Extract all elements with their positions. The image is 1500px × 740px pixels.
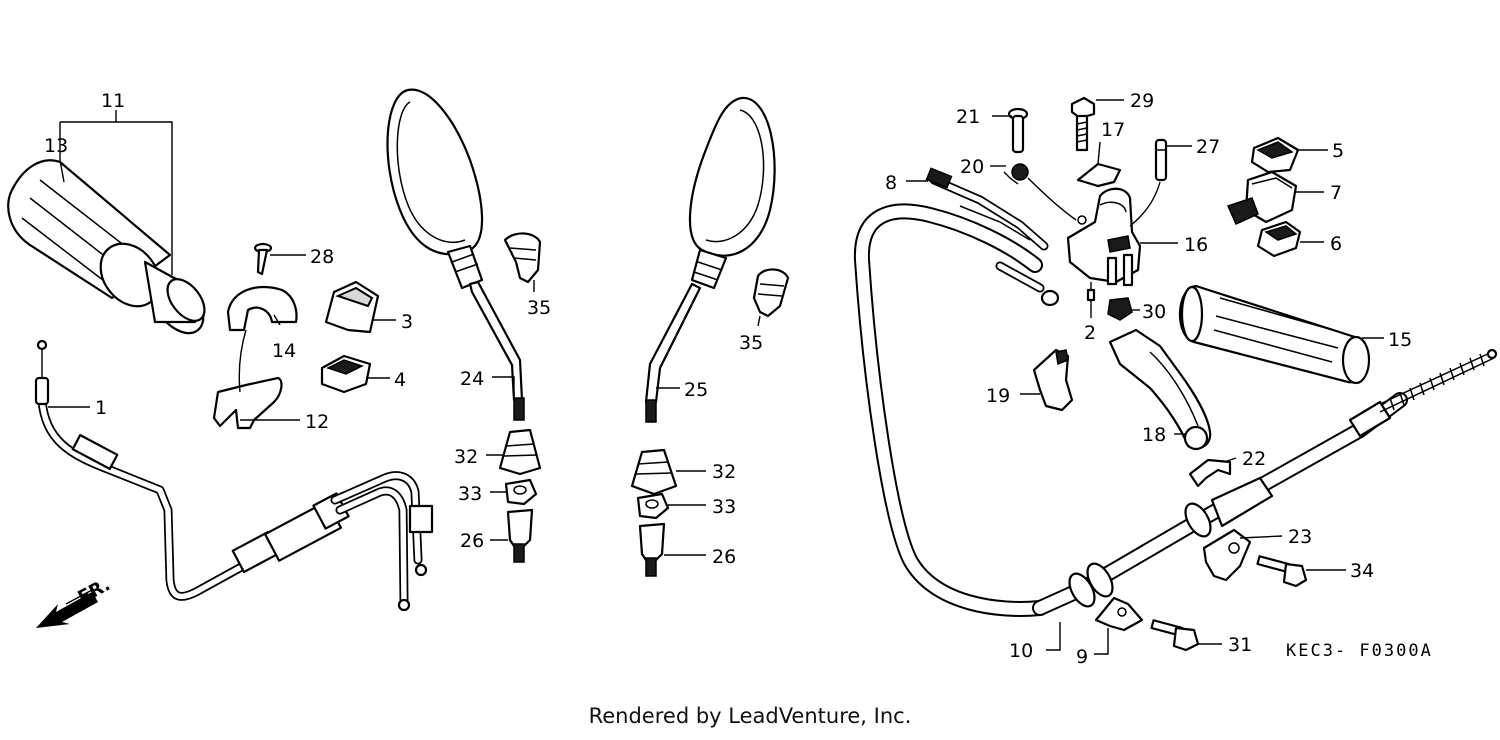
throttle-housing-lower[interactable]: [212, 376, 283, 430]
adapter-26-left[interactable]: [506, 508, 534, 563]
diagram-reference-code: KEC3- F0300A: [1286, 641, 1433, 661]
callout-19: 19: [986, 385, 1010, 407]
callout-8: 8: [885, 172, 897, 194]
nut-33-right[interactable]: [636, 492, 670, 520]
callout-26-left: 26: [460, 530, 484, 552]
callout-25: 25: [684, 379, 708, 401]
leader-lines: [48, 99, 1384, 655]
callout-4: 4: [394, 369, 406, 391]
callout-numbers: 11 13 1 28 14 3 4 12 35 24 32 33 26 35 2…: [44, 90, 1433, 668]
brake-cable[interactable]: [853, 203, 1498, 617]
left-mirror[interactable]: [386, 88, 525, 421]
callout-9: 9: [1076, 646, 1088, 668]
callout-34: 34: [1350, 560, 1374, 582]
callout-14: 14: [272, 340, 296, 362]
switch-4[interactable]: [320, 354, 372, 394]
clamp-23[interactable]: [1202, 528, 1252, 582]
bolt-34[interactable]: [1256, 555, 1308, 588]
screw-29[interactable]: [253, 242, 273, 276]
bolt-28[interactable]: [1070, 96, 1096, 152]
callout-2: 2: [1084, 322, 1096, 344]
callout-29: 28: [310, 246, 334, 268]
callout-12: 12: [305, 411, 329, 433]
callout-17: 17: [1101, 119, 1125, 141]
callout-18: 18: [1142, 424, 1166, 446]
callout-11: 11: [101, 90, 125, 112]
switch-5[interactable]: [1250, 136, 1300, 174]
cap-35-right[interactable]: [752, 268, 790, 318]
throttle-cable[interactable]: [34, 339, 434, 612]
callout-1: 1: [95, 397, 107, 419]
switch-6[interactable]: [1256, 220, 1302, 258]
nut-30[interactable]: [1107, 297, 1133, 321]
callout-7: 7: [1330, 182, 1342, 204]
callout-15: 15: [1388, 329, 1412, 351]
clip-22[interactable]: [1188, 458, 1232, 488]
washer-20[interactable]: [1003, 163, 1029, 185]
right-mirror[interactable]: [644, 96, 776, 423]
pin-27[interactable]: [1154, 138, 1168, 182]
throttle-housing-upper[interactable]: [226, 285, 298, 332]
callout-23: 23: [1288, 526, 1312, 548]
callout-28: 29: [1130, 90, 1154, 112]
bracket-9[interactable]: [1094, 596, 1144, 632]
render-credit: Rendered by LeadVenture, Inc.: [588, 704, 912, 728]
pin-2[interactable]: [1086, 282, 1096, 302]
callout-6: 6: [1330, 233, 1342, 255]
callout-21: 21: [956, 106, 980, 128]
callout-27: 27: [1196, 136, 1220, 158]
boot-32-right[interactable]: [630, 448, 678, 496]
callout-13: 13: [44, 135, 68, 157]
callout-20: 20: [960, 156, 984, 178]
callout-30: 30: [1142, 301, 1166, 323]
callout-10: 10: [1009, 640, 1033, 662]
callout-35-right: 35: [739, 332, 763, 354]
lever-bracket-16[interactable]: [1066, 187, 1142, 287]
switch-3[interactable]: [324, 280, 380, 334]
clamp-17[interactable]: [1076, 162, 1122, 188]
switch-7[interactable]: [1226, 170, 1298, 225]
callout-32-right: 32: [712, 461, 736, 483]
callout-3: 3: [401, 311, 413, 333]
callout-5: 5: [1332, 140, 1344, 162]
callout-33-right: 33: [712, 496, 736, 518]
brake-lever-18[interactable]: [1108, 328, 1212, 451]
right-grip-15[interactable]: [1178, 284, 1371, 385]
callout-24: 24: [460, 368, 484, 390]
cap-35-left[interactable]: [503, 232, 542, 284]
boot-32-left[interactable]: [498, 428, 542, 476]
nut-33-left[interactable]: [504, 478, 538, 506]
bolt-31[interactable]: [1150, 619, 1200, 652]
callout-26-right: 26: [712, 546, 736, 568]
callout-31: 31: [1228, 634, 1252, 656]
clutch-cable-end-8[interactable]: [925, 167, 1060, 307]
callout-35-left: 35: [527, 297, 551, 319]
callout-16: 16: [1184, 234, 1208, 256]
front-direction-arrow: FR.: [36, 574, 114, 628]
left-grip[interactable]: [7, 159, 213, 342]
callout-32-left: 32: [454, 446, 478, 468]
callout-22: 22: [1242, 448, 1266, 470]
adapter-26-right[interactable]: [638, 522, 666, 577]
callout-33-left: 33: [458, 483, 482, 505]
bolt-21[interactable]: [1007, 107, 1029, 154]
holder-19[interactable]: [1032, 348, 1074, 412]
